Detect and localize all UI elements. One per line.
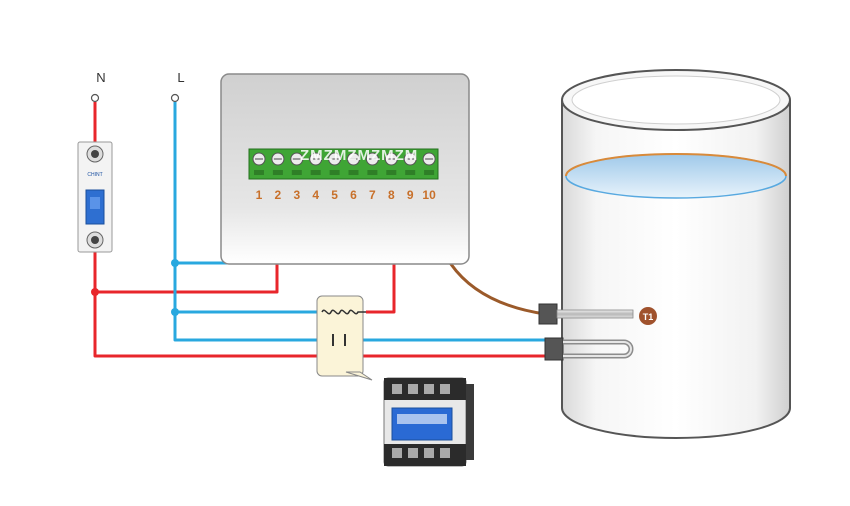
terminal-slot-6 <box>348 170 359 175</box>
terminal-number-8: 8 <box>388 188 395 202</box>
terminal-number-9: 9 <box>407 188 414 202</box>
breaker-brand: CHINT <box>87 172 102 178</box>
terminal-slot-7 <box>367 170 378 175</box>
terminal-slot-4 <box>310 170 321 175</box>
contactor-symbol <box>316 295 373 381</box>
terminal-slot-10 <box>424 170 435 175</box>
circuit-breaker: CHINT <box>77 141 113 253</box>
terminal-number-2: 2 <box>275 188 282 202</box>
terminal-screws <box>252 152 436 175</box>
heating-element <box>544 337 634 361</box>
terminal-number-7: 7 <box>369 188 376 202</box>
live-label: L <box>177 70 184 85</box>
sensor-label: T1 <box>643 312 654 322</box>
terminal-number-10: 10 <box>422 188 436 202</box>
terminal-slot-3 <box>291 170 302 175</box>
terminal-number-5: 5 <box>331 188 338 202</box>
junction-dots <box>91 288 99 296</box>
terminal-number-4: 4 <box>312 188 319 202</box>
terminal-slot-8 <box>386 170 397 175</box>
terminal-number-6: 6 <box>350 188 357 202</box>
terminal-number-1: 1 <box>256 188 263 202</box>
water-tank <box>561 69 791 439</box>
terminal-number-3: 3 <box>293 188 300 202</box>
neutral-terminal <box>90 93 100 103</box>
sensor-badge <box>639 307 657 325</box>
temperature-sensor: T1 <box>538 303 657 325</box>
terminal-slot-9 <box>405 170 416 175</box>
live-terminal <box>170 93 180 103</box>
terminal-slot-2 <box>272 170 283 175</box>
contactor-device <box>383 377 474 467</box>
terminal-slot-1 <box>254 170 264 175</box>
terminal-slot-5 <box>329 170 340 175</box>
neutral-label: N <box>96 70 105 85</box>
watermark-text: ZMZMZMZMZM <box>300 147 418 164</box>
